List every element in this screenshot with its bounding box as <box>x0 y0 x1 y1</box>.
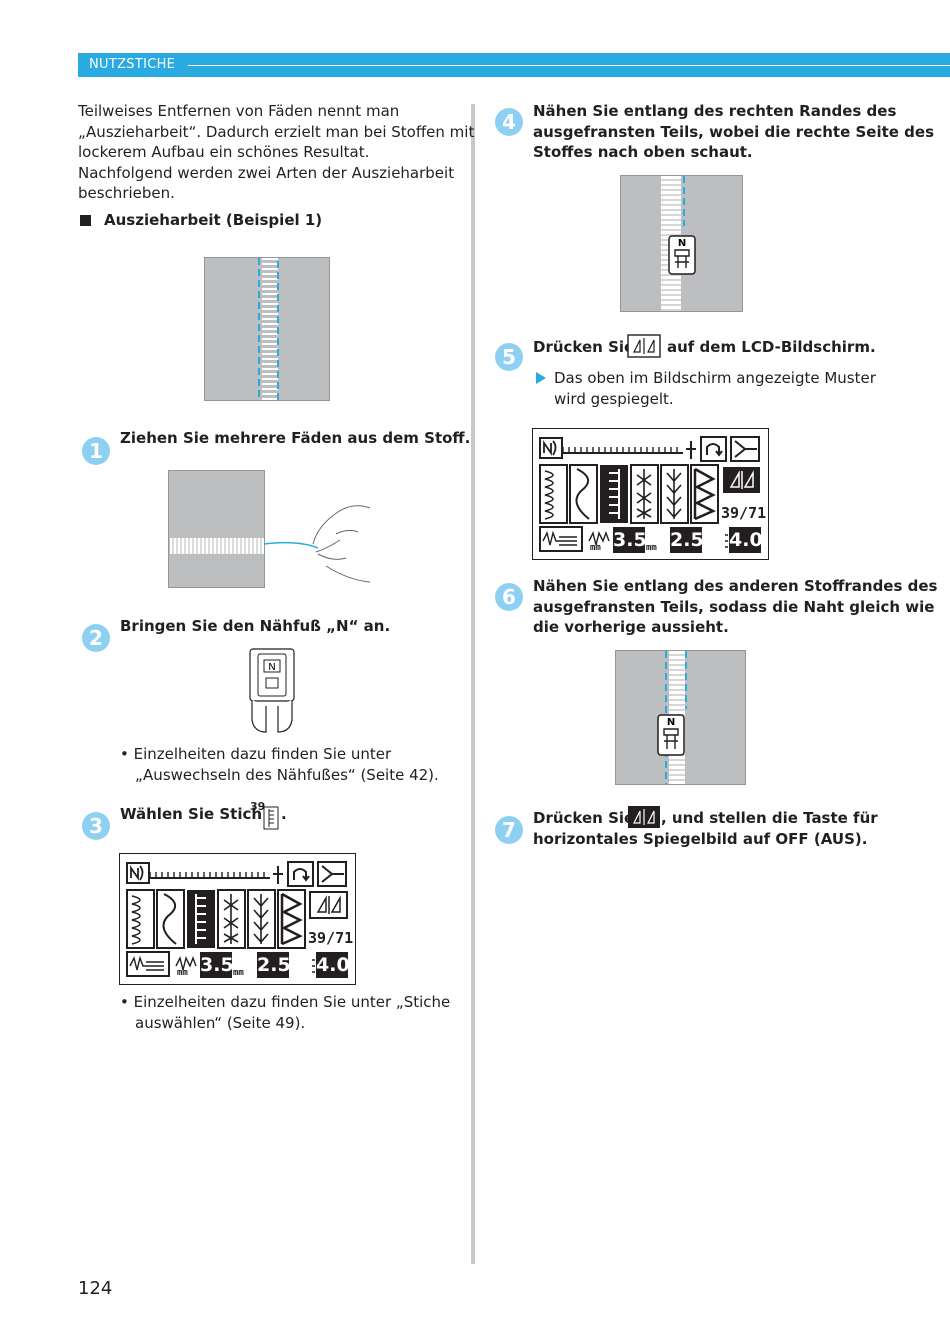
bullet-dot: • <box>120 993 134 1011</box>
seam <box>683 176 685 226</box>
lcd-pattern-counter: 39/71 <box>308 929 354 947</box>
lcd-length-value: 2.5 <box>257 952 291 978</box>
step-number-3: 3 <box>82 812 110 840</box>
step-3-bullet: • Einzelheiten dazu finden Sie unter „St… <box>120 993 451 1032</box>
stitch-number: 39 <box>250 800 266 813</box>
step-number-7: 7 <box>495 816 523 844</box>
column-divider <box>471 104 475 1264</box>
lcd-unit: mm <box>590 543 601 553</box>
step-3-text-end: . <box>281 805 287 823</box>
step-6-text: Nähen Sie entlang des anderen Stoffrande… <box>533 577 938 636</box>
step-number-4: 4 <box>495 108 523 136</box>
step-7-text-a: , und stellen die Taste für <box>661 809 878 827</box>
step-5-text-b: auf dem LCD-Bildschirm. <box>667 338 876 356</box>
step-4-text: Nähen Sie entlang des rechten Randes des… <box>533 102 935 161</box>
step-5-text-a: Drücken Sie <box>533 338 635 356</box>
step-number-6: 6 <box>495 583 523 611</box>
lcd-unit: mm <box>646 543 657 553</box>
svg-text:N: N <box>678 238 686 249</box>
lcd-width-value: 3.5 <box>200 952 234 978</box>
sewing-right-edge-illustration: N <box>620 175 743 312</box>
lcd-graphics <box>126 861 348 977</box>
drawn-threads <box>262 258 278 400</box>
sewing-other-edge-illustration: N <box>615 650 746 785</box>
lcd-screen-step3: 39/71 mm 3.5 mm 2.5 4.0 <box>119 853 356 985</box>
step-7-text-line2: horizontales Spiegelbild auf OFF (AUS). <box>533 830 868 848</box>
hand-icon <box>263 505 370 583</box>
header-rule <box>188 65 950 66</box>
step-5-result: Das oben im Bildschirm angezeigte Muster… <box>554 369 876 408</box>
step-number-1: 1 <box>82 437 110 465</box>
step-3-text: Wählen Sie Stich <box>120 805 263 823</box>
intro-line: „Auszieharbeit“. Dadurch erzielt man bei… <box>78 122 475 141</box>
presser-foot-icon: N <box>668 235 696 275</box>
lcd-tension-value: 4.0 <box>729 527 763 553</box>
lcd-unit: mm <box>233 968 244 978</box>
intro-text: Teilweises Entfernen von Fäden nennt man… <box>78 101 474 204</box>
presser-foot-n-icon: N <box>249 648 295 733</box>
intro-line: lockerem Aufbau ein schönes Resultat. <box>78 143 370 161</box>
mirror-button-icon[interactable] <box>627 334 661 358</box>
step-number-5: 5 <box>495 343 523 371</box>
seam-right <box>685 651 687 709</box>
step-7-text-prefix: Drücken Sie <box>533 809 635 827</box>
lcd-pattern-counter: 39/71 <box>721 504 767 522</box>
stitch-39-icon <box>263 806 279 830</box>
lcd-screen-step5: 39/71 mm 3.5 mm 2.5 4.0 <box>532 428 769 560</box>
fabric-piece <box>168 470 265 588</box>
loose-threads <box>170 538 264 554</box>
subheading: Auszieharbeit (Beispiel 1) <box>104 211 323 229</box>
svg-text:N: N <box>667 717 675 728</box>
lcd-length-value: 2.5 <box>670 527 704 553</box>
result-arrow-icon <box>536 372 546 384</box>
lcd-tension-value: 4.0 <box>316 952 350 978</box>
intro-line: Teilweises Entfernen von Fäden nennt man <box>78 102 400 120</box>
intro-line: beschrieben. <box>78 184 175 202</box>
page-number: 124 <box>78 1278 113 1299</box>
step-2-bullet: • Einzelheiten dazu finden Sie unter „Au… <box>120 745 439 784</box>
lcd-width-value: 3.5 <box>613 527 647 553</box>
subheading-square-icon <box>80 215 91 226</box>
mirror-button-active-icon[interactable] <box>627 805 661 829</box>
section-title: NUTZSTICHE <box>89 57 176 72</box>
seam-left <box>258 258 260 400</box>
step-1-text: Ziehen Sie mehrere Fäden aus dem Stoff. <box>120 429 471 447</box>
pull-threads-illustration <box>168 470 370 588</box>
bullet-dot: • <box>120 745 134 763</box>
fabric-example-illustration <box>204 257 330 401</box>
step-2-text: Bringen Sie den Nähfuß „N“ an. <box>120 617 391 635</box>
seam-right <box>277 261 279 400</box>
presser-foot-icon: N <box>657 714 685 756</box>
lcd-unit: mm <box>177 968 188 978</box>
foot-label: N <box>268 662 275 673</box>
step-number-2: 2 <box>82 624 110 652</box>
intro-line: Nachfolgend werden zwei Arten der Auszie… <box>78 163 455 182</box>
